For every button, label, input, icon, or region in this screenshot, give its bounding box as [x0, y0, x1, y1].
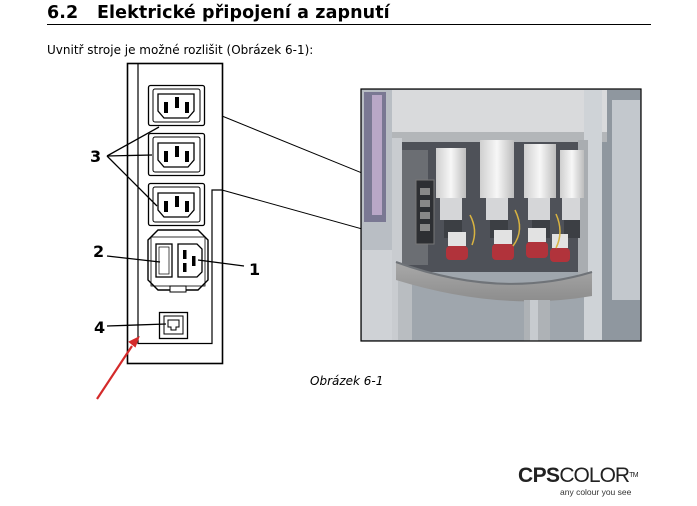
callout-4: 4 [94, 320, 105, 336]
network-port [160, 313, 188, 339]
figure-caption: Obrázek 6-1 [310, 374, 383, 388]
cpscolor-logo: CPSCOLORTM any colour you see [518, 465, 648, 497]
callout-3: 3 [90, 149, 101, 165]
logo-trademark: TM [629, 472, 638, 479]
machine-photo [361, 89, 641, 341]
power-socket-bottom [149, 184, 205, 226]
power-socket-top [149, 86, 205, 126]
logo-tagline: any colour you see [560, 487, 648, 497]
callout-1: 1 [249, 262, 260, 278]
power-inlet-switch [148, 230, 208, 292]
power-socket-middle [149, 134, 205, 176]
logo-brand-light: COLOR [559, 464, 629, 487]
logo-brand-bold: CPS [518, 464, 559, 487]
red-arrow [97, 338, 138, 399]
callout-2: 2 [93, 244, 104, 260]
